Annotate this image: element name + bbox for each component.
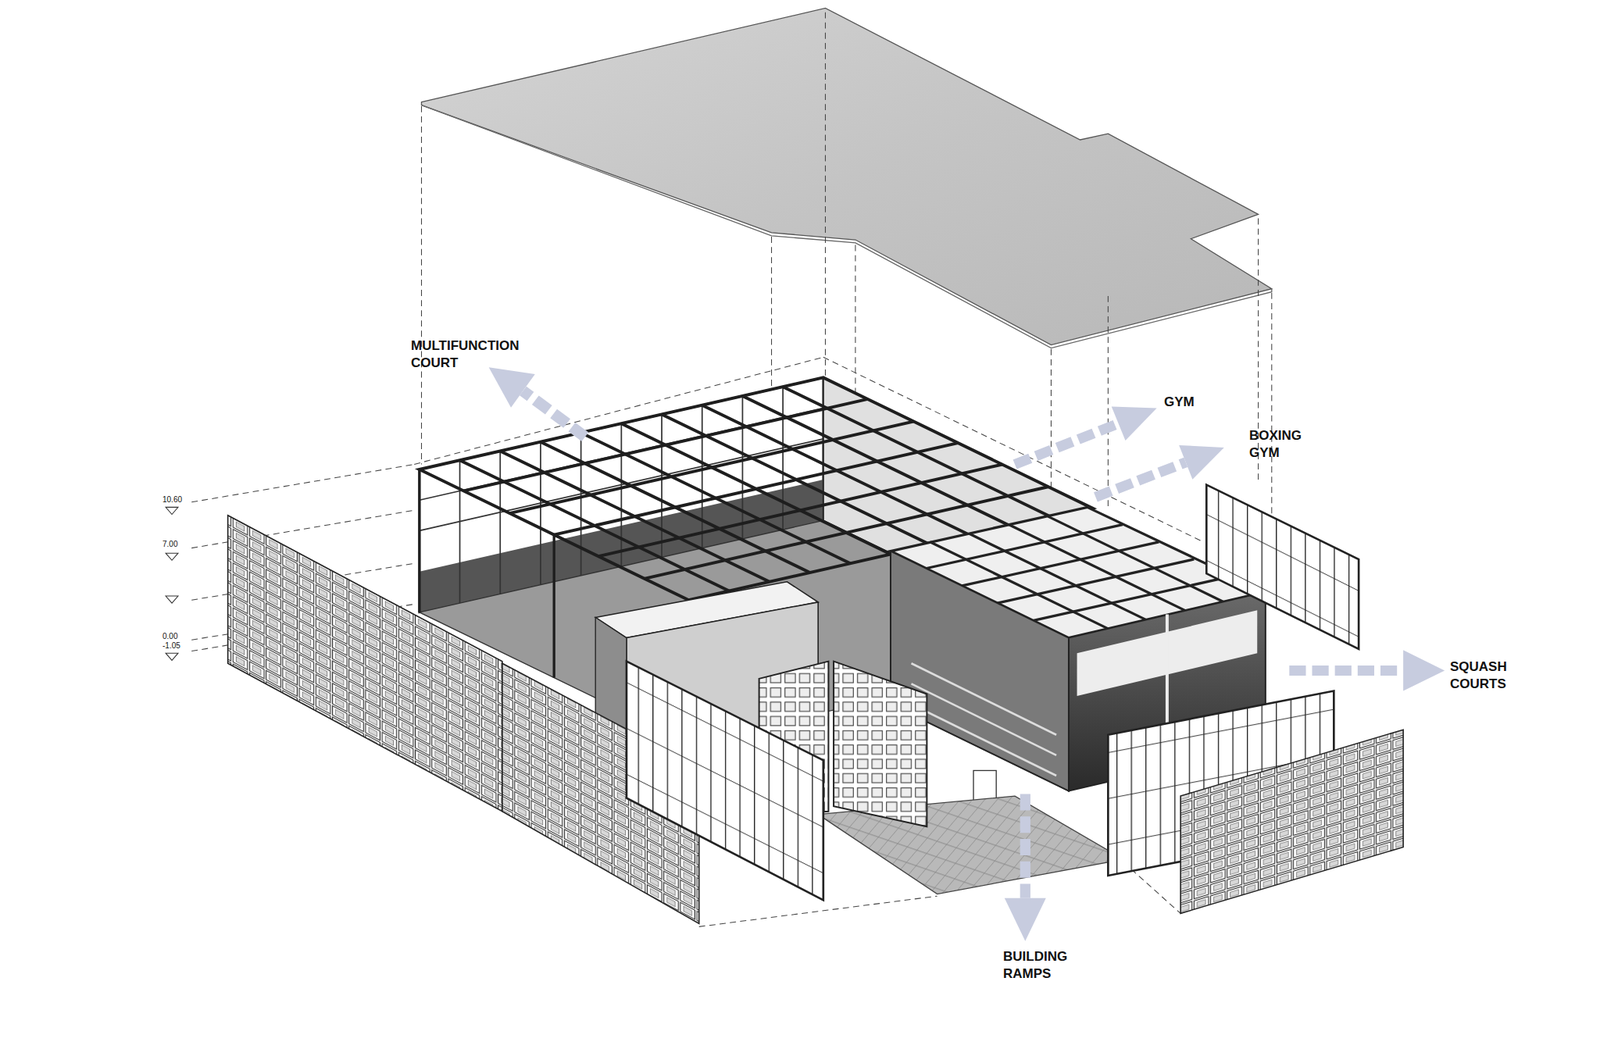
space-label: GYM: [1164, 393, 1195, 411]
space-label: SQUASH COURTS: [1450, 658, 1508, 693]
space-label: BOXING GYM: [1249, 427, 1302, 462]
level-mark: 0.00: [162, 632, 178, 641]
level-mark: 7.00: [162, 539, 178, 549]
space-label: MULTIFUNCTION COURT: [410, 337, 520, 372]
space-label: BUILDING RAMPS: [1003, 948, 1068, 983]
level-mark: -1.05: [162, 641, 181, 650]
level-mark: 10.60: [162, 495, 183, 504]
